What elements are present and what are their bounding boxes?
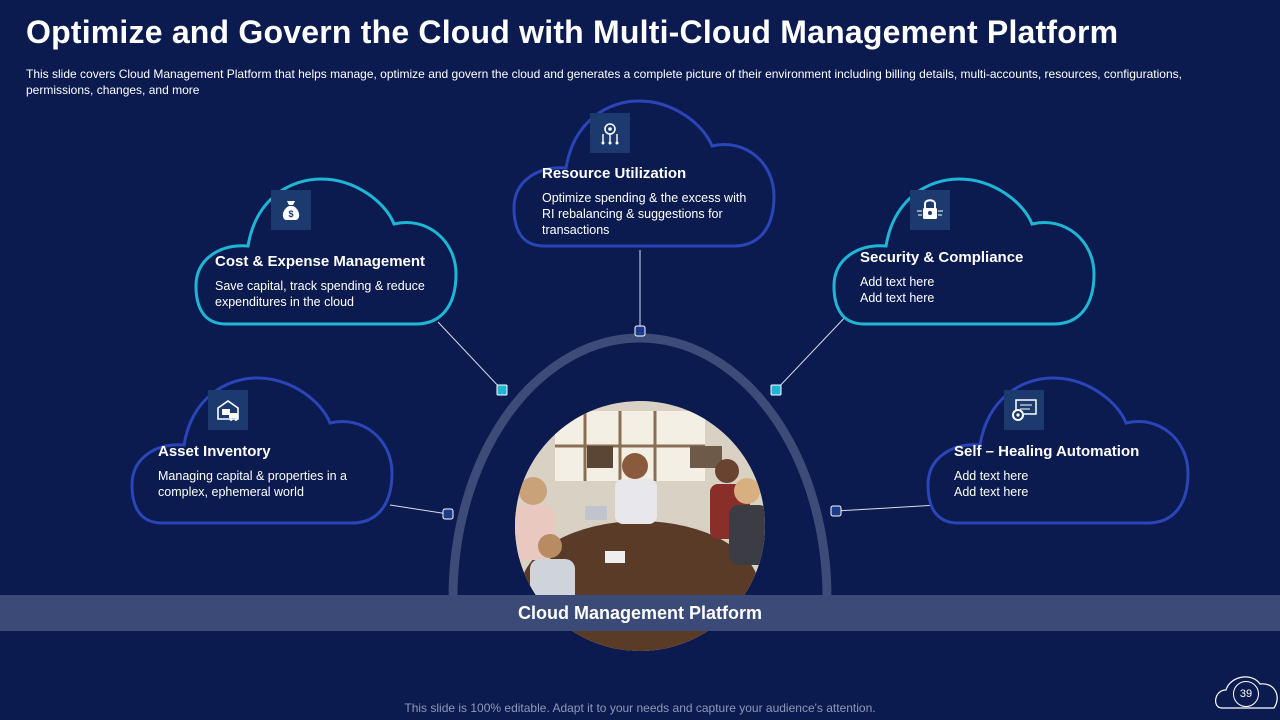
warehouse-truck-icon (208, 390, 248, 430)
cloud-resource-text: Resource Utilization Optimize spending &… (542, 165, 752, 238)
cloud-asset-title: Asset Inventory (158, 443, 271, 460)
connector-asset (389, 504, 449, 515)
cloud-cost-body: Save capital, track spending & reduce ex… (215, 279, 425, 309)
footer-note: This slide is 100% editable. Adapt it to… (404, 701, 876, 715)
cloud-selfheal-text: Self – Healing Automation Add text here … (954, 443, 1169, 500)
cloud-resource-body: Optimize spending & the excess with RI r… (542, 191, 747, 237)
node-resource (634, 325, 646, 337)
cloud-asset (130, 376, 394, 525)
platform-bar: Cloud Management Platform (0, 595, 1280, 631)
padlock-icon (910, 190, 950, 230)
cloud-selfheal (926, 376, 1190, 525)
cloud-security-title: Security & Compliance (860, 249, 1024, 266)
page-number: 39 (1233, 681, 1259, 707)
cloud-resource-title: Resource Utilization (542, 165, 687, 182)
cloud-resource (512, 99, 776, 248)
node-cost (496, 384, 508, 396)
connector-selfheal (835, 504, 939, 512)
cloud-selfheal-title: Self – Healing Automation (954, 443, 1140, 460)
slide-subtitle: This slide covers Cloud Management Platf… (26, 67, 1182, 97)
connector-cost (437, 321, 503, 391)
cloud-security-body: Add text here Add text here (860, 275, 935, 305)
platform-arc (448, 333, 832, 599)
cloud-cost-title: Cost & Expense Management (215, 253, 426, 270)
cloud-security (832, 177, 1096, 326)
monitor-gear-icon (1004, 390, 1044, 430)
footer-cloud-logo (1215, 676, 1278, 709)
slide-title: Optimize and Govern the Cloud with Multi… (26, 14, 1119, 50)
cloud-selfheal-body: Add text here Add text here (954, 469, 1029, 499)
cloud-asset-text: Asset Inventory Managing capital & prope… (158, 443, 373, 500)
node-security (770, 384, 782, 396)
cloud-cost-text: Cost & Expense Management Save capital, … (215, 253, 445, 310)
money-bag-icon: $ (271, 190, 311, 230)
node-asset (442, 508, 454, 520)
cloud-cost (194, 177, 458, 326)
connector-security (775, 311, 851, 391)
cloud-security-text: Security & Compliance Add text here Add … (860, 249, 1070, 306)
gear-circuit-icon (590, 113, 630, 153)
cloud-asset-body: Managing capital & properties in a compl… (158, 469, 348, 499)
node-selfheal (830, 505, 842, 517)
svg-text:$: $ (288, 209, 293, 219)
